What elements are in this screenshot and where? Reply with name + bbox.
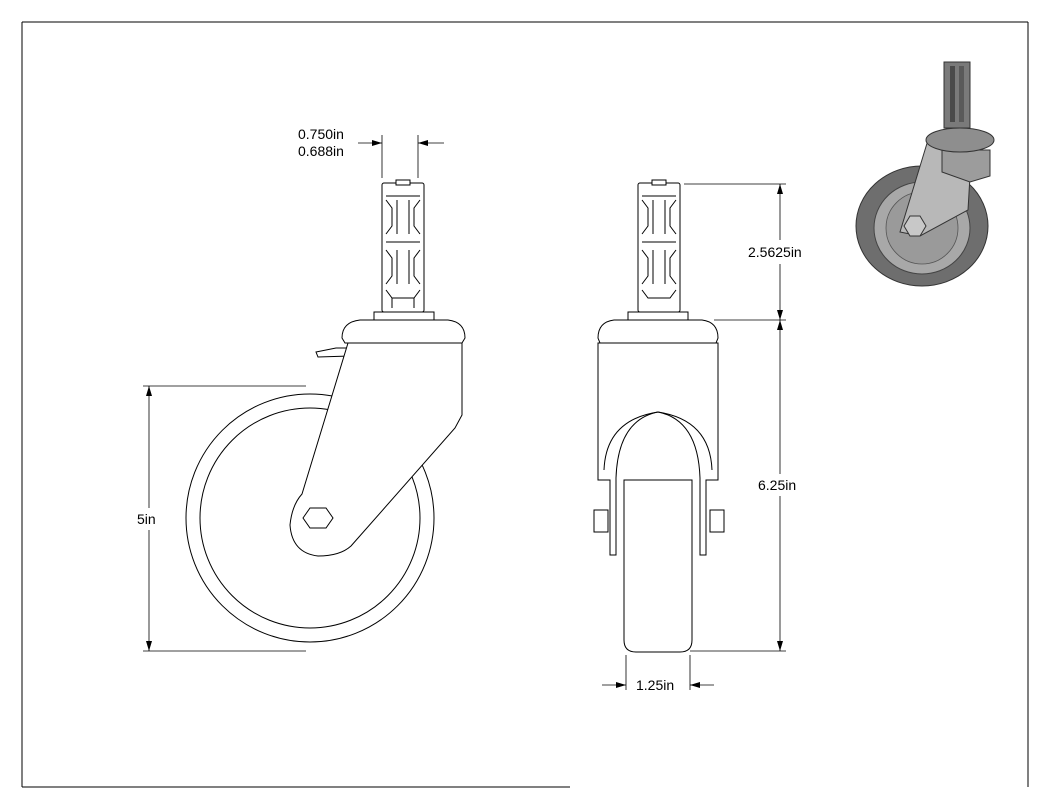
drawing-frame: [21, 21, 1029, 788]
front-swivel-plate: [597, 319, 719, 344]
dim-wheel-diameter-label: 5in: [137, 511, 156, 527]
front-grip-stem: [637, 179, 681, 313]
side-stem-base: [373, 311, 435, 321]
front-view: [593, 179, 725, 653]
dim-stem-outer-label: 0.750in: [298, 126, 344, 142]
side-fork-leg: [289, 342, 463, 557]
side-axle-nut: [302, 507, 334, 529]
isometric-view: [855, 61, 995, 287]
iso-axle-nut: [903, 215, 927, 237]
side-grip-stem: [381, 179, 425, 313]
front-axle-nut-left: [593, 509, 609, 533]
dim-stem-height-label: 2.5625in: [748, 244, 802, 260]
side-wheel-hub: [199, 407, 421, 629]
dim-wheel-width-label: 1.25in: [636, 677, 674, 693]
dim-overall-height: [690, 320, 786, 652]
iso-swivel-plate: [925, 127, 995, 153]
front-tire: [623, 479, 693, 653]
side-swivel-plate: [341, 319, 466, 344]
dim-overall-height-label: 6.25in: [758, 477, 796, 493]
side-view: [185, 179, 466, 643]
iso-stem: [943, 61, 971, 129]
dim-stem-height: [684, 183, 786, 321]
front-axle-nut-right: [709, 509, 725, 533]
dim-stem-diameter: [358, 135, 444, 178]
dim-wheel-width: [602, 655, 714, 690]
dim-stem-inner-label: 0.688in: [298, 143, 344, 159]
dim-wheel-diameter: [143, 385, 306, 652]
front-stem-base: [627, 311, 689, 321]
